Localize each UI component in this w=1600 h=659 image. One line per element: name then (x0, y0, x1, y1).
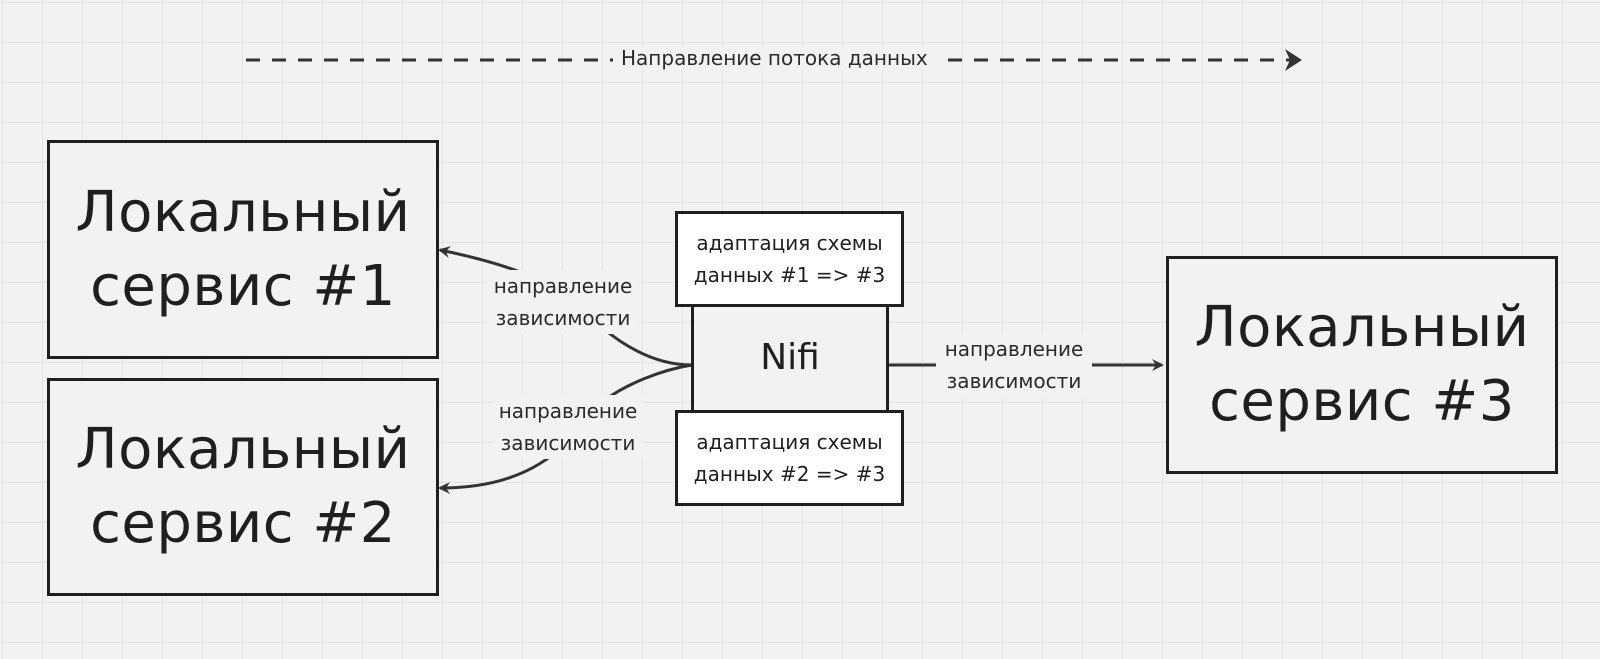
schema-adaptation-2-label: адаптация схемы данных #2 => #3 (693, 430, 886, 486)
schema-adaptation-1-label: адаптация схемы данных #1 => #3 (693, 231, 886, 287)
schema-adaptation-1-box: адаптация схемы данных #1 => #3 (675, 211, 904, 307)
data-flow-label: Направление потока данных (613, 46, 936, 70)
local-service-1-label: Локальный сервис #1 (75, 179, 411, 319)
schema-adaptation-2-box: адаптация схемы данных #2 => #3 (675, 410, 904, 506)
local-service-3-box: Локальный сервис #3 (1166, 256, 1558, 474)
nifi-box: Nifi (691, 300, 889, 415)
data-flow-arrowhead (1285, 49, 1302, 71)
dependency-label-service1: направление зависимости (488, 270, 638, 334)
dependency-label-service3: направление зависимости (936, 333, 1092, 397)
nifi-label: Nifi (760, 337, 820, 378)
dependency-label-service2: направление зависимости (493, 395, 643, 459)
local-service-1-box: Локальный сервис #1 (47, 140, 439, 359)
local-service-2-label: Локальный сервис #2 (75, 417, 411, 556)
local-service-3-label: Локальный сервис #3 (1194, 295, 1530, 434)
local-service-2-box: Локальный сервис #2 (47, 378, 439, 596)
